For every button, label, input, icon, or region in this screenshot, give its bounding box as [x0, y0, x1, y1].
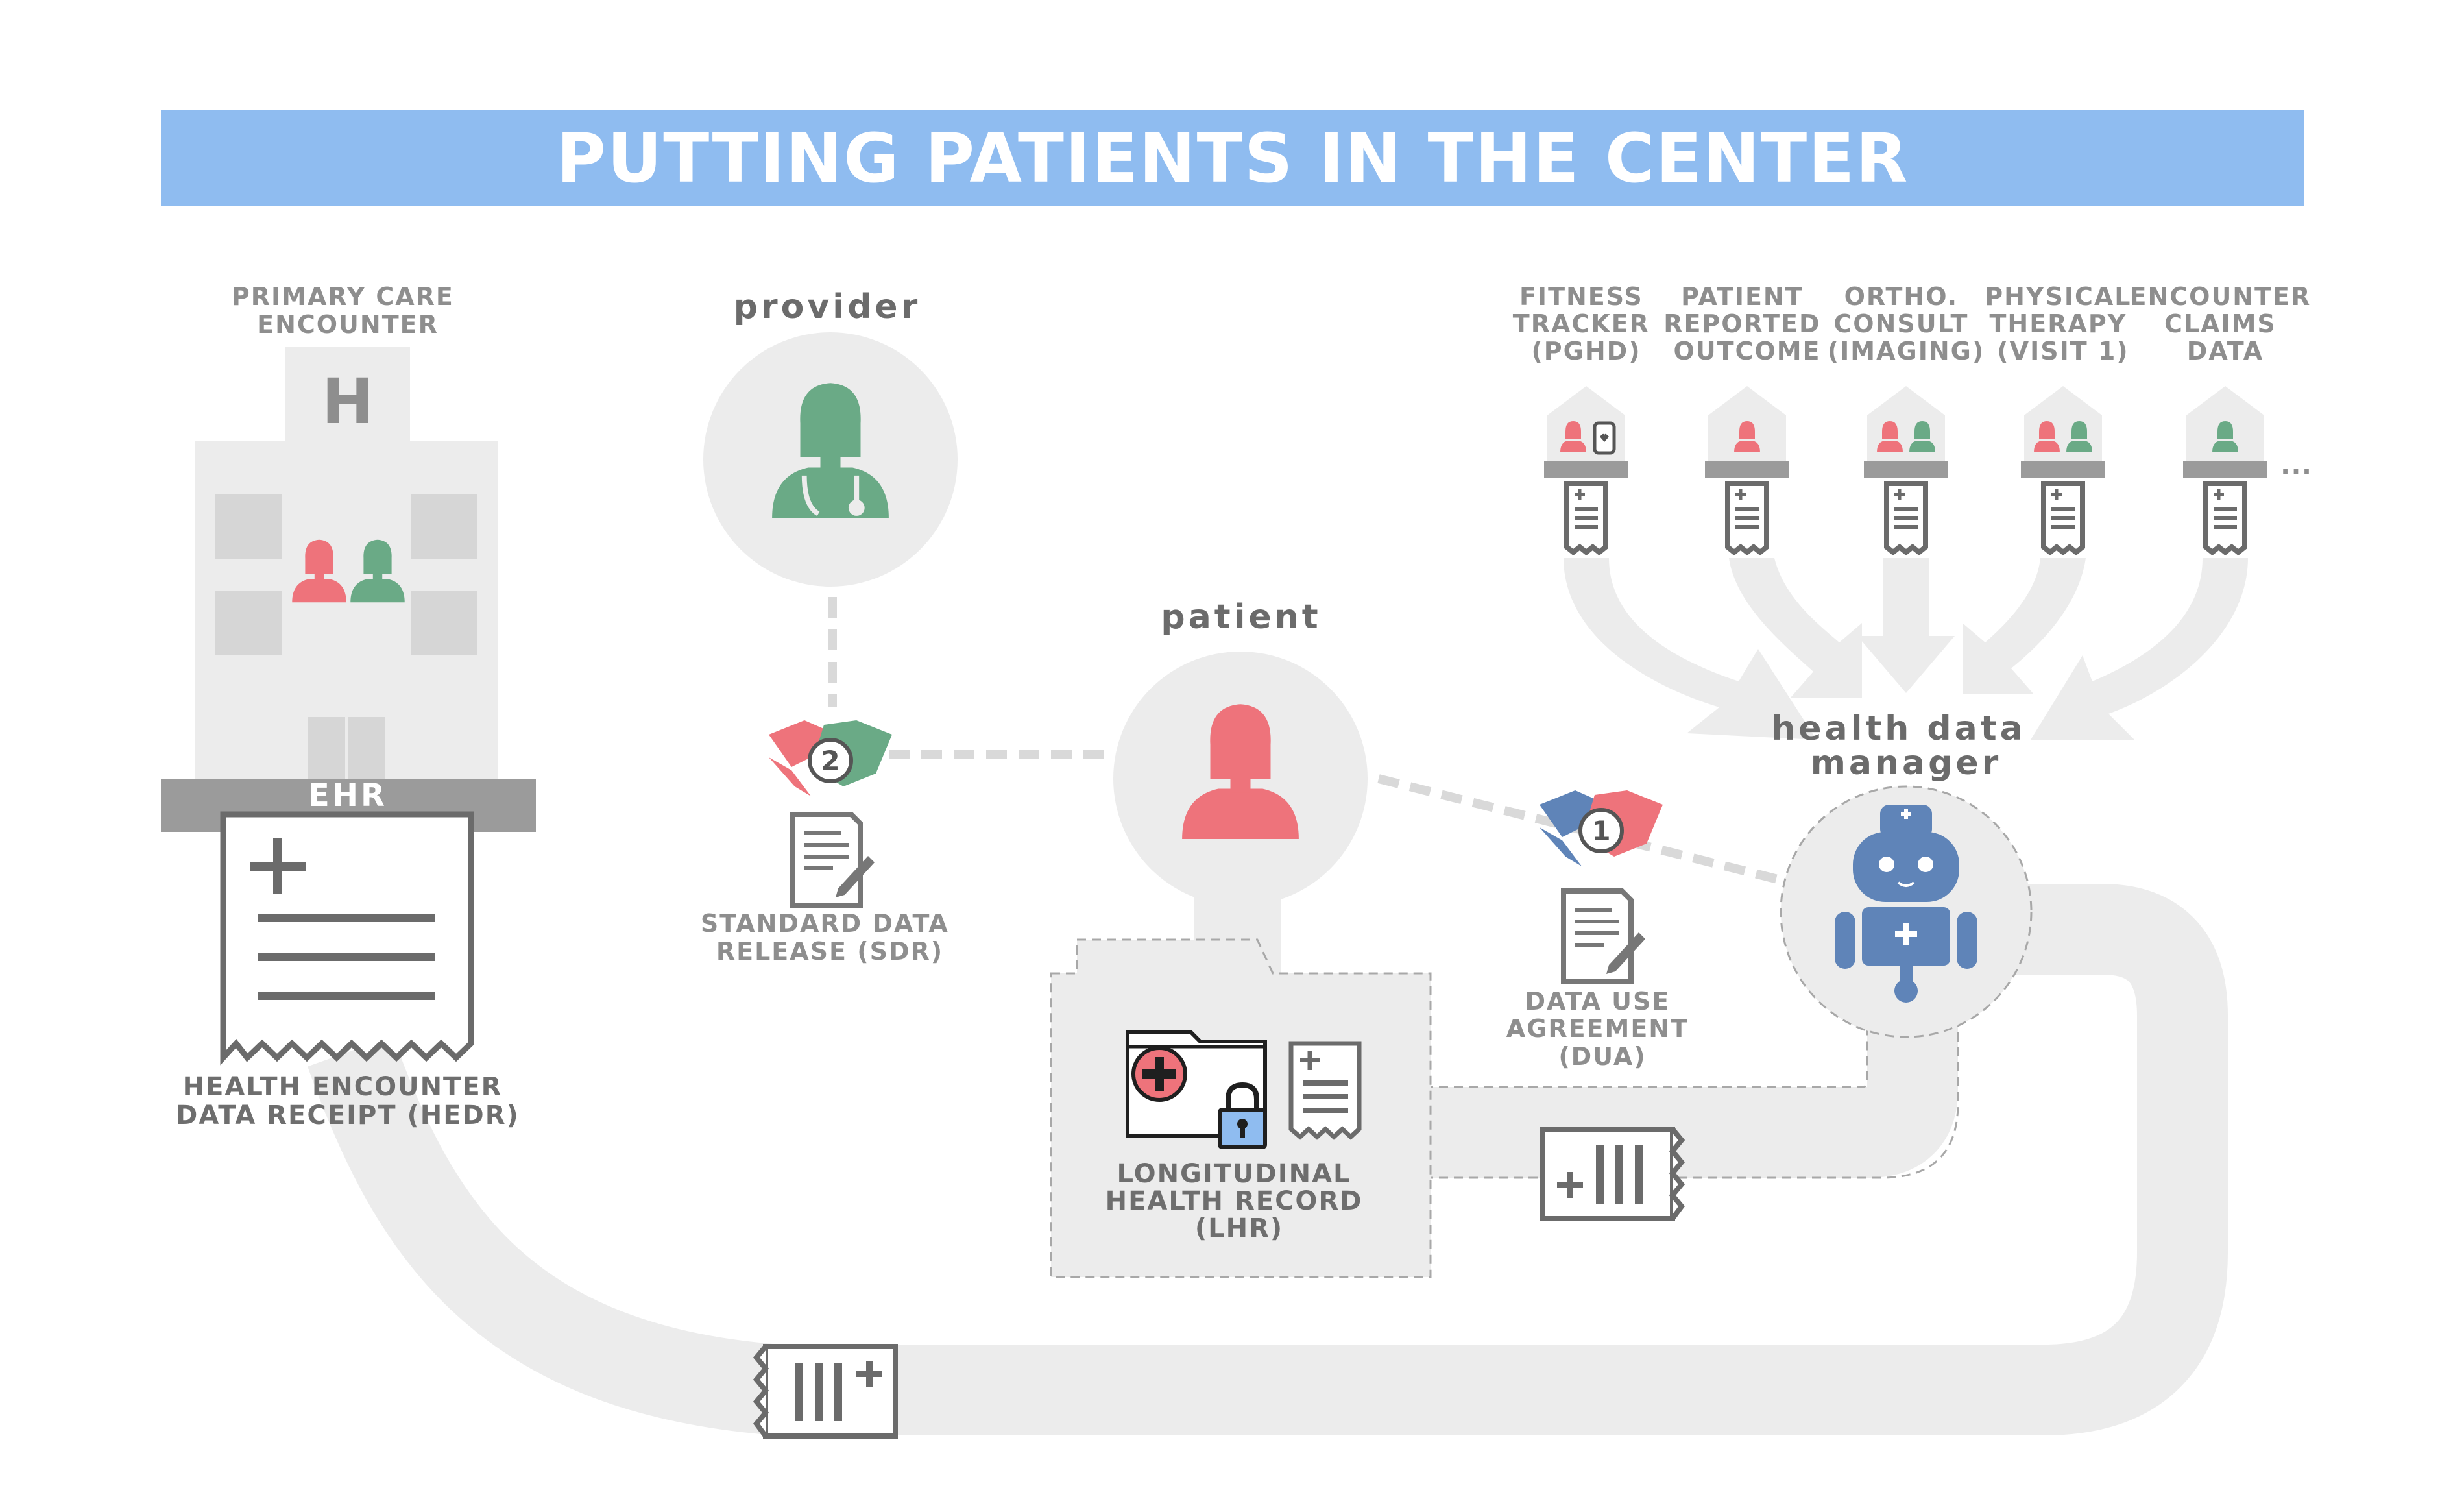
source-label-line: THERAPY	[1990, 310, 2127, 338]
hdm-label-line2: manager	[1811, 744, 2002, 783]
padlock-icon	[1218, 1082, 1267, 1149]
patient-label: patient	[1161, 598, 1321, 637]
data-source-encounter-claims: ENCOUNTER CLAIMS DATA	[2130, 282, 2321, 552]
hospital-label-line1: PRIMARY CARE	[232, 282, 454, 311]
hedr-flow-path	[308, 884, 2228, 1435]
svg-text:ORTHO. CONSULT (IM: ORTHO. CONSULT (IMAGING)	[1828, 282, 1985, 365]
svg-text:PHYSICAL THERAPY (: PHYSICAL THERAPY (VISIT 1)	[1985, 282, 2141, 365]
more-sources-ellipsis: ...	[2280, 451, 2312, 480]
page-title: PUTTING PATIENTS IN THE CENTER	[557, 119, 1909, 198]
dua-label-line2: AGREEMENT	[1506, 1014, 1689, 1043]
source-label-line: FITNESS	[1519, 282, 1643, 311]
provider-icon	[772, 383, 889, 518]
ehr-label: EHR	[308, 777, 387, 814]
provider-node	[703, 332, 958, 587]
hospital-sign: H	[322, 365, 374, 438]
source-label-line: REPORTED	[1663, 310, 1820, 338]
source-label-line: PATIENT	[1681, 282, 1804, 311]
data-source-fitness-tracker: FITNESS TRACKER (PGHD)	[1513, 282, 1660, 552]
transit-receipt-bottom-icon	[753, 1344, 898, 1439]
lhr-label-line2: HEALTH RECORD	[1105, 1186, 1363, 1216]
source-label-line: CONSULT	[1833, 310, 1968, 338]
hdm-node	[1780, 785, 2033, 1038]
hedr-label-line2: DATA RECEIPT (HEDR)	[176, 1101, 520, 1130]
sdr-label-line1: STANDARD DATA	[701, 909, 949, 938]
lhr-receipt-icon	[1288, 1041, 1362, 1140]
source-label-line: ENCOUNTER	[2130, 282, 2312, 311]
svg-text:FITNESS TRACKER (P: FITNESS TRACKER (PGHD)	[1513, 282, 1660, 365]
svg-text:LONGITUDINAL HEALTH RECORD: LONGITUDINAL HEALTH RECORD (LHR)	[1105, 1159, 1373, 1243]
source-label-line: (IMAGING)	[1828, 337, 1985, 365]
sdr-step-number: 2	[821, 745, 839, 777]
dua-label-line3: (DUA)	[1558, 1042, 1646, 1071]
title-banner: PUTTING PATIENTS IN THE CENTER	[161, 110, 2304, 206]
source-label-line: CLAIMS	[2164, 310, 2277, 338]
data-source-ortho-consult: ORTHO. CONSULT (IMAGING)	[1828, 282, 1985, 552]
hospital-label-line2: ENCOUNTER	[257, 310, 439, 339]
source-label-line: ORTHO.	[1844, 282, 1959, 311]
hedr-receipt-icon	[220, 811, 474, 1066]
svg-text:PRIMARY CARE ENCOUNTER: PRIMARY CARE ENCOUNTER	[232, 282, 464, 339]
smartwatch-icon	[1593, 421, 1616, 455]
sdr-document-icon	[793, 814, 875, 905]
data-source-physical-therapy: PHYSICAL THERAPY (VISIT 1)	[1985, 282, 2141, 552]
hdm-label-line1: health data	[1771, 709, 2025, 748]
svg-text:PATIENT REPORTED O: PATIENT REPORTED OUTCOME	[1663, 282, 1831, 365]
source-label-line: (PGHD)	[1531, 337, 1641, 365]
svg-text:STANDARD DATA RELEASE (SDR: STANDARD DATA RELEASE (SDR)	[701, 909, 959, 966]
hospital-building: PRIMARY CARE ENCOUNTER H EHR	[161, 282, 536, 832]
dua-step-number: 1	[1591, 815, 1610, 847]
source-label-line: DATA	[2187, 337, 2264, 365]
source-label-line: OUTCOME	[1673, 337, 1820, 365]
source-label-line: TRACKER	[1513, 310, 1650, 338]
provider-label: provider	[734, 287, 921, 326]
hedr-label-line1: HEALTH ENCOUNTER	[183, 1072, 503, 1102]
robot-icon	[1835, 805, 1977, 1003]
transit-receipt-lhr-icon	[1540, 1127, 1685, 1221]
data-source-patient-reported-outcome: PATIENT REPORTED OUTCOME	[1663, 282, 1831, 552]
source-label-line: (VISIT 1)	[1997, 337, 2129, 365]
dua-handshake-icon: 1	[1540, 790, 1663, 866]
sdr-label-line2: RELEASE (SDR)	[716, 937, 943, 966]
patient-node	[1113, 652, 1368, 906]
dua-document-icon	[1564, 891, 1645, 982]
svg-text:DATA USE AGREEMENT (DU: DATA USE AGREEMENT (DUA)	[1506, 987, 1699, 1071]
svg-text:ENCOUNTER CLAIMS D: ENCOUNTER CLAIMS DATA	[2130, 282, 2321, 365]
lhr-folder	[1050, 938, 1432, 1278]
svg-text:HEALTH ENCOUNTER DATA RECE: HEALTH ENCOUNTER DATA RECEIPT (HEDR)	[176, 1072, 520, 1130]
lhr-label-line1: LONGITUDINAL	[1117, 1159, 1351, 1189]
svg-text:health data manager: health data manager	[1771, 709, 2041, 783]
source-arrows	[1564, 558, 2248, 740]
sdr-handshake-icon: 2	[769, 720, 892, 796]
lhr-flow-path	[1424, 999, 1959, 1179]
lhr-label-line3: (LHR)	[1195, 1213, 1283, 1243]
dua-label-line1: DATA USE	[1525, 987, 1670, 1016]
source-label-line: PHYSICAL	[1985, 282, 2131, 311]
